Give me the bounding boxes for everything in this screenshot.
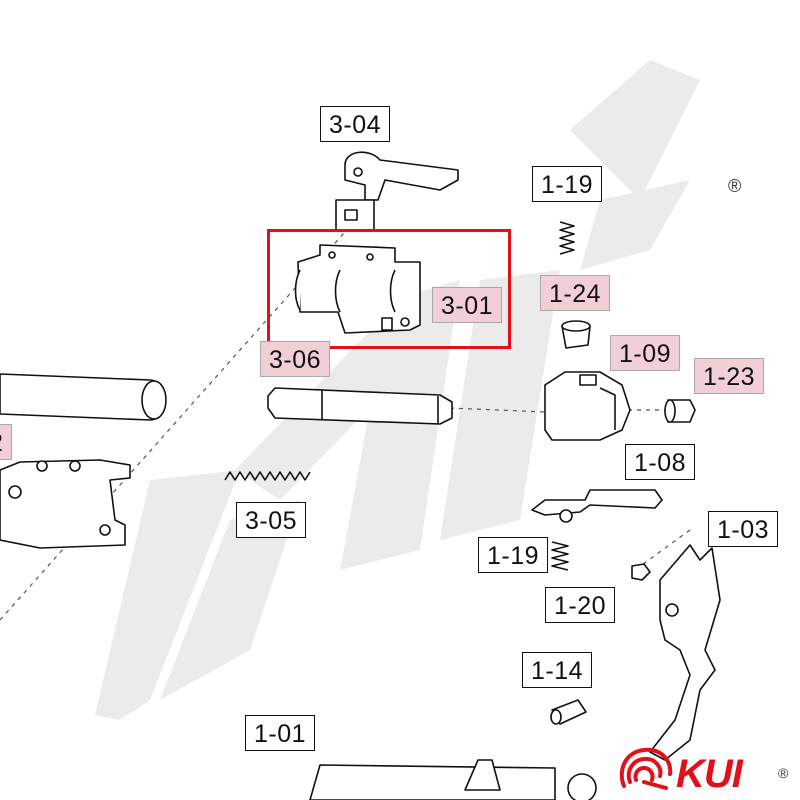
label-3-01: 3-01	[432, 287, 503, 323]
receiver-part-left	[0, 459, 131, 549]
part-1-23-bushing	[664, 399, 696, 423]
part-3-01-housing	[294, 244, 421, 334]
part-1-08-lever	[531, 489, 663, 523]
label-1-08: 1-08	[625, 444, 696, 480]
label-3-05: 3-05	[236, 502, 307, 538]
label-1-24: 1-24	[540, 275, 611, 311]
part-1-09-block	[544, 371, 631, 441]
part-3-06-tube	[267, 387, 453, 425]
part-1-19-spring-top	[559, 221, 575, 255]
part-1-01-lower-body	[309, 759, 597, 800]
label-1-19-bottom: 1-19	[478, 537, 549, 573]
highlight-box-3-01	[267, 229, 511, 349]
part-3-05-spring	[224, 471, 311, 481]
label-1-03: 1-03	[708, 511, 779, 547]
label-1-09: 1-09	[610, 335, 681, 371]
label-1-20: 1-20	[545, 587, 616, 623]
label-1-01: 1-01	[245, 715, 316, 751]
lion-logo-icon	[619, 747, 673, 790]
part-1-20-nut	[631, 563, 651, 581]
part-1-24-cap	[561, 320, 591, 349]
label-1-19-top: 1-19	[532, 166, 603, 202]
label-1-14: 1-14	[522, 652, 593, 688]
part-1-14-pin	[550, 699, 587, 725]
watermark-registered-mark: ®	[728, 176, 742, 196]
brand-logo-text: KUI	[676, 752, 743, 796]
part-1-19-spring-bottom	[551, 541, 569, 571]
brand-registered-mark: ®	[778, 765, 789, 781]
label-1-23: 1-23	[694, 358, 765, 394]
part-3-04-lever	[335, 151, 459, 231]
label-left-edge: 2	[0, 424, 13, 460]
label-3-04: 3-04	[320, 106, 391, 142]
barrel-rod-left	[0, 373, 167, 421]
part-1-03-trigger	[649, 544, 721, 761]
label-3-06: 3-06	[260, 341, 331, 377]
